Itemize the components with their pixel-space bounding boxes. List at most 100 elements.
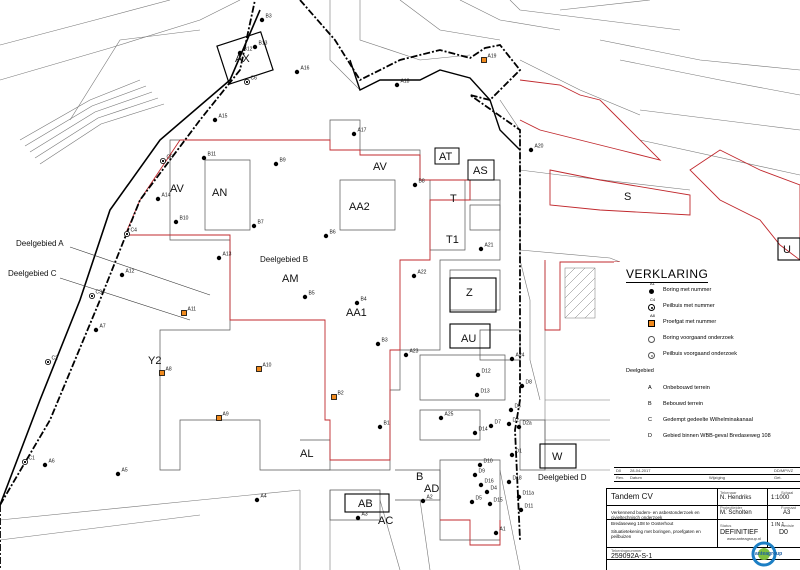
sampling-point-label: A11 [188, 307, 197, 313]
sampling-point-label: A21 [485, 243, 494, 249]
peilbuis-icon [124, 230, 131, 237]
sampling-point-d10: D10 [477, 459, 493, 468]
sampling-point-label: D8 [526, 380, 533, 386]
boring-dot-icon [259, 17, 265, 23]
area-label-z: Z [466, 287, 473, 299]
boring-dot-icon [173, 219, 179, 225]
sampling-point-label: D12 [482, 369, 491, 375]
legend-code-c4: C4 [650, 297, 656, 302]
boring-dot-icon [119, 272, 125, 278]
area-label-y2: Y2 [148, 355, 161, 367]
boring-dot-icon [201, 155, 207, 161]
boring-dot-icon [237, 50, 243, 56]
area-label-an: AN [212, 187, 227, 199]
legend-deel-code-a: A [648, 385, 652, 391]
legend-deel-heading: Deelgebied [626, 368, 654, 374]
boring-dot-icon [251, 223, 257, 229]
proefgat-icon [481, 57, 487, 63]
sampling-point-label: A12 [126, 269, 135, 275]
sampling-point-a14: A14 [155, 193, 171, 202]
sampling-point-a21: A21 [478, 243, 494, 252]
sampling-point-a24: A24 [509, 353, 525, 362]
sampling-point-c6: C6 [243, 76, 258, 86]
sampling-point-d5: D5 [469, 496, 483, 505]
sampling-point-d11: D11 [518, 504, 534, 513]
boundary-north [349, 59, 521, 151]
boring-dot-icon [403, 352, 409, 358]
boring-dot-icon [493, 530, 499, 536]
legend-title: VERKLARING [626, 267, 709, 283]
revision-header-code: Rev. [616, 475, 624, 480]
sampling-point-label: A1 [500, 527, 506, 533]
sampling-point-d12: D12 [475, 369, 491, 378]
sampling-point-label: C5 [167, 155, 174, 161]
boring-dot-icon [252, 44, 258, 50]
sampling-point-label: D5 [476, 496, 483, 502]
boring-dot-icon [254, 497, 260, 503]
area-label-av1: AV [170, 183, 185, 195]
area-box-au [449, 323, 491, 349]
revision-rule-1 [614, 467, 800, 468]
revision-header-by: Get. [774, 475, 782, 480]
boring-dot-icon [216, 255, 222, 261]
sampling-point-label: A16 [301, 66, 310, 72]
legend-deel-text-d: Gebied binnen WBB-geval Bredaseweg 108 [663, 433, 771, 439]
tb-client: Tandem CV [611, 492, 653, 501]
boring-dot-icon [302, 294, 308, 300]
boring-dot-icon [488, 423, 494, 429]
area-label-av2: AV [373, 161, 388, 173]
area-box-at [434, 147, 460, 165]
boring-dot-icon [42, 462, 48, 468]
sampling-point-d1: D1 [509, 449, 522, 458]
boring-dot-icon [478, 246, 484, 252]
proefgat-icon [216, 415, 222, 421]
legend-deel-code-b: B [648, 401, 652, 407]
boring-dot-icon [528, 147, 534, 153]
boring-dot-icon [394, 82, 400, 88]
proefgat-icon [648, 320, 655, 327]
sampling-point-label: A18 [401, 79, 410, 85]
deelgebied-label-b: Deelgebied B [260, 255, 308, 264]
area-label-w: W [552, 451, 563, 463]
tb-drawn-by: N. Hendriks [720, 495, 752, 501]
area-label-as: AS [473, 165, 488, 177]
sampling-point-label: A6 [49, 459, 55, 465]
tb-sheet: 1 IN 1 [771, 522, 785, 528]
sampling-point-a17: A17 [351, 128, 367, 137]
area-label-ax: AX [235, 53, 250, 65]
sampling-point-label: B9 [280, 158, 286, 164]
tb-description: Verkennend bodem- en asbestonderzoek en … [611, 510, 700, 520]
area-label-aa1: AA1 [346, 307, 367, 319]
tb-brand: anteagroup [755, 551, 783, 557]
tb-scale-label: Schaal [781, 490, 794, 495]
sampling-point-label: B3 [382, 338, 388, 344]
boundary-west [0, 9, 261, 506]
area-label-at: AT [439, 151, 453, 163]
legend: VERKLARING A1 Boring met nummer C4 Peilb… [614, 262, 800, 480]
area-box-z [449, 277, 497, 313]
tb-drawing-no-label: Tekeningnummer [611, 548, 642, 553]
sampling-point-c1: C1 [21, 456, 35, 465]
sampling-point-d2: D2 [506, 418, 519, 427]
legend-item-peilbuis: C4 Peilbuis met nummer [626, 297, 800, 314]
building-outlines [159, 119, 546, 541]
sampling-point-b6: B6 [323, 230, 336, 239]
tb-project-label: Projectleider [720, 505, 743, 510]
sampling-point-a25: A25 [438, 412, 454, 421]
sampling-point-a22: A22 [411, 270, 427, 279]
area-label-ab: AB [358, 498, 373, 510]
sampling-point-d4: D4 [484, 486, 497, 495]
legend-deel-c: C Gedempt gedeelte Wilhelminakanaal [626, 416, 800, 428]
tb-drawn-label: Tekenaar [720, 490, 737, 495]
sampling-point-label: C6 [251, 76, 258, 82]
sampling-point-label: D16 [485, 479, 494, 485]
sampling-point-d13: D13 [474, 389, 490, 398]
sampling-point-d15: D15 [487, 498, 503, 507]
sampling-point-a10: A10 [256, 363, 272, 372]
sampling-point-label: B8 [419, 179, 425, 185]
sampling-point-label: A23 [410, 349, 419, 355]
sampling-point-label: C2 [52, 356, 59, 362]
legend-item-boring: A1 Boring met nummer [626, 281, 800, 298]
boring-dot-icon [375, 341, 381, 347]
site-boundary [0, 0, 522, 570]
